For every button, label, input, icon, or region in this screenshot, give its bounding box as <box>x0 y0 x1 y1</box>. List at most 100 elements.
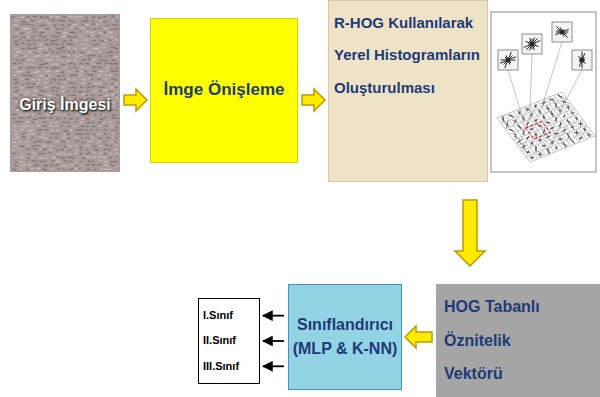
cell-histogram <box>580 121 581 126</box>
photo-speck <box>76 70 79 72</box>
photo-speck <box>19 87 23 88</box>
photo-speck <box>63 79 65 80</box>
photo-speck <box>96 62 101 64</box>
photo-speck <box>20 157 25 159</box>
photo-speck <box>45 138 48 139</box>
photo-speck <box>68 156 73 157</box>
photo-speck <box>106 52 111 53</box>
cell-histogram <box>514 119 516 123</box>
photo-speck <box>26 59 30 60</box>
enlarged-cell <box>498 50 518 70</box>
photo-speck <box>91 118 94 120</box>
cell-histogram <box>558 123 562 126</box>
photo-speck <box>109 152 111 153</box>
photo-speck <box>48 75 50 77</box>
photo-speck <box>27 83 30 84</box>
photo-speck <box>110 55 113 56</box>
photo-speck <box>21 78 24 79</box>
photo-speck <box>32 39 36 41</box>
photo-speck <box>50 117 53 119</box>
photo-speck <box>27 36 30 38</box>
photo-speck <box>31 24 33 26</box>
cell-histogram <box>537 154 544 155</box>
photo-speck <box>33 165 37 166</box>
photo-speck <box>57 52 60 53</box>
photo-speck <box>51 35 55 37</box>
photo-speck <box>32 152 35 154</box>
cell-histogram <box>578 138 584 139</box>
photo-speck <box>69 63 72 65</box>
photo-speck <box>73 82 76 84</box>
cell-histogram <box>555 146 558 150</box>
grid-line <box>514 114 579 140</box>
cell-histogram <box>535 146 537 152</box>
photo-speck <box>87 169 90 170</box>
photo-speck <box>115 83 117 84</box>
photo-speck <box>64 67 68 68</box>
photo-speck <box>26 78 29 80</box>
photo-speck <box>75 161 77 163</box>
photo-speck <box>75 165 78 166</box>
photo-speck <box>70 39 73 41</box>
photo-speck <box>88 78 91 79</box>
cell-histogram <box>543 145 546 146</box>
photo-speck <box>30 86 33 88</box>
cell-histogram <box>576 116 578 120</box>
photo-speck <box>116 165 118 166</box>
cell-histogram <box>587 133 590 137</box>
photo-speck <box>80 153 83 155</box>
cell-histogram <box>530 127 534 132</box>
photo-speck <box>110 29 113 30</box>
photo-speck <box>44 90 46 91</box>
photo-speck <box>20 16 24 18</box>
photo-speck <box>111 105 115 107</box>
cell-histogram <box>545 136 551 138</box>
cell-histogram <box>500 57 516 64</box>
photo-speck <box>57 60 60 61</box>
photo-speck <box>26 148 31 149</box>
photo-speck <box>91 63 94 65</box>
photo-speck <box>18 141 20 143</box>
cell-histogram <box>524 41 540 48</box>
photo-speck <box>56 36 60 38</box>
photo-speck <box>69 118 73 119</box>
photo-speck <box>87 122 90 123</box>
photo-speck <box>85 17 88 19</box>
photo-speck <box>21 55 23 56</box>
photo-speck <box>54 24 57 26</box>
photo-speck <box>104 62 108 64</box>
cell-histogram <box>555 102 557 107</box>
photo-speck <box>115 87 118 89</box>
photo-speck <box>111 142 113 143</box>
photo-speck <box>43 63 48 65</box>
photo-speck <box>21 43 24 44</box>
photo-speck <box>27 48 32 49</box>
photo-speck <box>64 133 66 134</box>
photo-speck <box>14 146 17 147</box>
enlarged-cell <box>522 34 542 54</box>
photo-speck <box>117 36 119 37</box>
photo-speck <box>43 169 48 170</box>
cell-histogram <box>514 133 517 139</box>
cell-histogram <box>542 145 547 146</box>
photo-speck <box>97 141 100 143</box>
enlarged-cell <box>552 22 572 42</box>
photo-speck <box>58 79 62 80</box>
photo-speck <box>62 43 64 45</box>
photo-speck <box>67 60 70 61</box>
input-image-box: Giriş İmgesi <box>10 14 120 172</box>
photo-speck <box>66 55 70 57</box>
photo-speck <box>60 47 64 49</box>
photo-speck <box>13 79 18 81</box>
cell-histogram <box>519 125 521 130</box>
cell-histogram <box>535 146 536 153</box>
photo-speck <box>111 83 114 84</box>
photo-speck <box>116 98 118 99</box>
cell-histogram <box>534 106 537 107</box>
photo-speck <box>116 16 118 17</box>
photo-speck <box>82 157 86 159</box>
photo-speck <box>75 28 78 30</box>
grid-line <box>554 95 587 139</box>
cell-histogram <box>531 112 533 118</box>
